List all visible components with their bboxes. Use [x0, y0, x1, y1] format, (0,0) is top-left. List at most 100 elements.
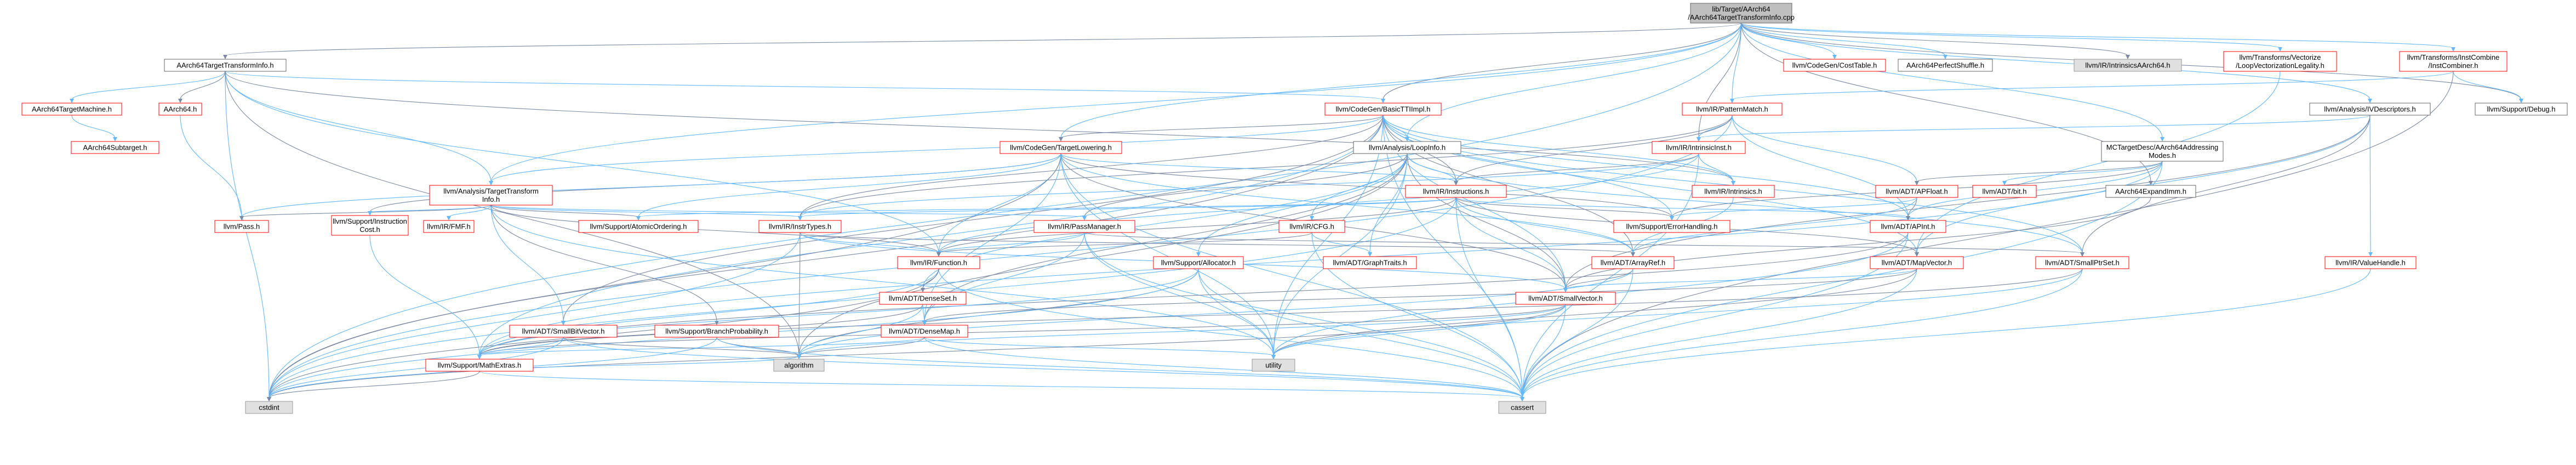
- include-edge: [1455, 153, 1699, 183]
- edge-arrowhead: [1731, 181, 1735, 185]
- graph-node-densemap[interactable]: llvm/ADT/DenseMap.h: [881, 325, 968, 338]
- graph-node-aarch64-h[interactable]: AArch64.h: [158, 103, 202, 116]
- include-edge: [490, 205, 801, 218]
- graph-node-intrinsics[interactable]: llvm/IR/Intrinsics.h: [1692, 185, 1775, 198]
- graph-node-target-machine[interactable]: AArch64TargetMachine.h: [21, 103, 122, 116]
- include-edge: [269, 153, 1061, 399]
- graph-node-perfect-shuffle[interactable]: AArch64PerfectShuffle.h: [1898, 59, 1993, 72]
- node-label: Cost.h: [359, 225, 380, 234]
- graph-node-instcombiner[interactable]: llvm/Transforms/InstCombine/InstCombiner…: [2399, 51, 2508, 72]
- node-box: [2101, 141, 2224, 162]
- graph-node-root[interactable]: lib/Target/AArch64/AArch64TargetTransfor…: [1688, 3, 1795, 24]
- graph-node-intrinsicinst[interactable]: llvm/IR/IntrinsicInst.h: [1652, 141, 1746, 154]
- graph-node-adt-bit[interactable]: llvm/ADT/bit.h: [1972, 185, 2037, 198]
- include-edge: [798, 153, 1408, 356]
- graph-node-ivdesc[interactable]: llvm/Analysis/IVDescriptors.h: [2309, 103, 2431, 116]
- include-edge: [1698, 22, 1742, 139]
- graph-node-cstdint[interactable]: cstdint: [245, 401, 293, 414]
- edge-arrowhead: [922, 321, 927, 325]
- include-edge: [938, 232, 1085, 254]
- graph-node-pass-h[interactable]: llvm/Pass.h: [214, 220, 269, 233]
- graph-node-error-handling[interactable]: llvm/Support/ErrorHandling.h: [1613, 220, 1730, 233]
- graph-node-atomic-ordering[interactable]: llvm/Support/AtomicOrdering.h: [578, 220, 699, 233]
- include-edge: [798, 304, 923, 356]
- node-box: [214, 220, 269, 233]
- node-box: [2324, 256, 2417, 269]
- node-label: llvm/ADT/APFloat.h: [1886, 188, 1947, 196]
- include-edge: [1522, 153, 1699, 399]
- graph-node-graph-traits[interactable]: llvm/ADT/GraphTraits.h: [1323, 256, 1417, 269]
- node-box: [654, 325, 779, 338]
- node-box: [773, 359, 825, 372]
- node-box: [1613, 220, 1730, 233]
- include-edge: [269, 115, 1733, 399]
- graph-node-subtarget[interactable]: AArch64Subtarget.h: [71, 141, 159, 154]
- include-edge: [490, 205, 1274, 356]
- node-box: [1278, 220, 1345, 233]
- graph-node-loopinfo[interactable]: llvm/Analysis/LoopInfo.h: [1353, 141, 1461, 154]
- include-edge: [1455, 197, 1633, 254]
- graph-node-lvl[interactable]: llvm/Transforms/Vectorize/LoopVectorizat…: [2223, 51, 2337, 72]
- graph-node-smallptrset[interactable]: llvm/ADT/SmallPtrSet.h: [2035, 256, 2129, 269]
- graph-node-mapvector[interactable]: llvm/ADT/MapVector.h: [1870, 256, 1964, 269]
- node-label: llvm/IR/IntrinsicInst.h: [1666, 144, 1732, 152]
- graph-node-passmanager[interactable]: llvm/IR/PassManager.h: [1033, 220, 1135, 233]
- node-label: llvm/Support/Debug.h: [2487, 105, 2555, 114]
- graph-node-algorithm[interactable]: algorithm: [773, 359, 825, 372]
- include-edge: [490, 205, 639, 218]
- graph-node-apfloat[interactable]: llvm/ADT/APFloat.h: [1875, 185, 1958, 198]
- graph-node-target-lowering[interactable]: llvm/CodeGen/TargetLowering.h: [999, 141, 1122, 154]
- graph-node-basic-tti[interactable]: llvm/CodeGen/BasicTTIImpl.h: [1324, 103, 1442, 116]
- graph-node-smallvector[interactable]: llvm/ADT/SmallVector.h: [1515, 292, 1616, 305]
- include-edge: [1740, 22, 1946, 56]
- graph-node-intrinsics-aarch64[interactable]: llvm/IR/IntrinsicsAArch64.h: [2074, 59, 2182, 72]
- graph-node-branch-prob[interactable]: llvm/Support/BranchProbability.h: [654, 325, 779, 338]
- include-edge: [180, 115, 242, 218]
- graph-node-denseset[interactable]: llvm/ADT/DenseSet.h: [879, 292, 967, 305]
- graph-node-expand-imm[interactable]: AArch64ExpandImm.h: [2105, 185, 2196, 198]
- include-edge: [1565, 115, 2371, 290]
- graph-node-tti-h[interactable]: AArch64TargetTransformInfo.h: [164, 59, 287, 72]
- graph-node-fmf[interactable]: llvm/IR/FMF.h: [423, 220, 475, 233]
- include-edge: [938, 153, 1061, 254]
- graph-node-valuehandle[interactable]: llvm/IR/ValueHandle.h: [2324, 256, 2417, 269]
- graph-node-cfg[interactable]: llvm/IR/CFG.h: [1278, 220, 1345, 233]
- graph-node-smallbitvector[interactable]: llvm/ADT/SmallBitVector.h: [509, 325, 618, 338]
- graph-node-function[interactable]: llvm/IR/Function.h: [897, 256, 980, 269]
- node-label: llvm/Support/MathExtras.h: [438, 361, 521, 370]
- edge-arrowhead: [447, 216, 451, 220]
- node-label: Info.h: [482, 195, 500, 203]
- include-edge: [71, 71, 226, 100]
- node-label: llvm/ADT/GraphTraits.h: [1333, 259, 1407, 267]
- graph-node-arrayref[interactable]: llvm/ADT/ArrayRef.h: [1591, 256, 1675, 269]
- include-edge: [369, 235, 480, 356]
- graph-node-insttypes[interactable]: llvm/IR/InstrTypes.h: [758, 220, 842, 233]
- graph-node-debug-h[interactable]: llvm/Support/Debug.h: [2475, 103, 2568, 116]
- include-edge: [1311, 232, 1370, 254]
- include-edge: [1522, 268, 2371, 399]
- graph-node-utility[interactable]: utility: [1252, 359, 1295, 372]
- include-edge: [1740, 22, 1835, 56]
- graph-node-patternmatch[interactable]: llvm/IR/PatternMatch.h: [1682, 103, 1783, 116]
- include-edge: [1916, 115, 2371, 254]
- include-edge: [1916, 71, 2281, 254]
- include-edge: [1455, 197, 1672, 218]
- include-edge: [924, 337, 1523, 399]
- graph-node-apint[interactable]: llvm/ADT/APInt.h: [1870, 220, 1946, 233]
- include-edge: [1084, 232, 2083, 254]
- graph-node-analysis-tti[interactable]: llvm/Analysis/TargetTransformInfo.h: [429, 185, 553, 206]
- include-edge: [479, 268, 1199, 356]
- edge-arrowhead: [70, 99, 74, 103]
- graph-node-cassert[interactable]: cassert: [1498, 401, 1546, 414]
- graph-node-mathextras[interactable]: llvm/Support/MathExtras.h: [425, 359, 534, 372]
- include-edge: [799, 115, 1384, 218]
- graph-node-instructions[interactable]: llvm/IR/Instructions.h: [1405, 185, 1507, 198]
- include-edge: [1060, 22, 1742, 139]
- graph-node-codegen-costtable[interactable]: llvm/CodeGen/CostTable.h: [1783, 59, 1886, 72]
- include-edge: [490, 115, 1384, 183]
- graph-node-allocator[interactable]: llvm/Support/Allocator.h: [1153, 256, 1244, 269]
- node-box: [2399, 51, 2508, 72]
